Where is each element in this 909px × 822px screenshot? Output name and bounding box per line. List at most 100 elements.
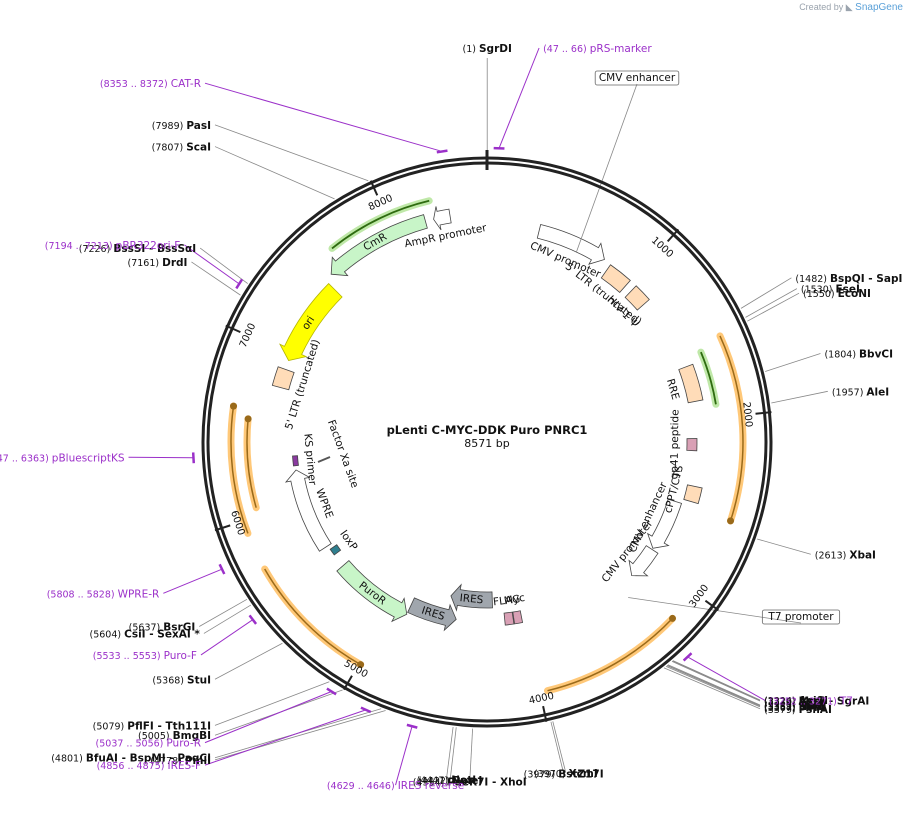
primer-site[interactable]: (4629 .. 4646) IRES reverse — [327, 780, 464, 792]
restriction-site[interactable]: (3355) NheI — [764, 700, 826, 712]
site-position: (1550) — [803, 289, 838, 300]
restriction-site[interactable]: (1804) BbvCI — [824, 348, 893, 360]
restriction-site[interactable]: (1530) FseI — [801, 284, 860, 296]
site-name: AscI — [799, 696, 824, 708]
primer-leader — [395, 726, 413, 786]
feature-flag[interactable] — [503, 611, 515, 626]
site-name: AleI — [866, 386, 889, 398]
tick-label: 7000 — [238, 322, 258, 350]
feature-loxp[interactable] — [329, 544, 342, 556]
site-leader — [745, 288, 798, 318]
feature-wpre[interactable] — [284, 469, 332, 552]
feature-ks-primer[interactable] — [292, 455, 299, 467]
site-name: XcmI — [569, 768, 598, 780]
restriction-site[interactable]: (7161) DrdI — [128, 257, 188, 269]
feature-ires[interactable] — [407, 597, 457, 632]
feature-myc[interactable] — [512, 610, 524, 625]
tick-mark — [225, 324, 241, 334]
feature-5-ltr-truncated-right[interactable] — [600, 264, 631, 293]
restriction-site[interactable]: (4354) PaeR7I - XhoI — [413, 777, 527, 789]
site-name: PmeI — [453, 775, 483, 787]
site-name: BfuAI - BspMI - PaqCI — [86, 753, 211, 765]
feature-cmr[interactable] — [330, 214, 428, 277]
restriction-site[interactable]: (3361) RsrII — [764, 701, 826, 713]
restriction-site[interactable]: (7226) BssSI - BssSαI — [79, 243, 196, 255]
site-leader — [191, 261, 241, 296]
feature-5-ltr-truncated-[interactable] — [271, 366, 295, 391]
site-position: (5368) — [152, 675, 187, 686]
orange-arc — [544, 614, 676, 695]
primer-mark — [191, 452, 196, 464]
site-leader — [199, 598, 248, 627]
restriction-site[interactable]: (3326) MreI - SgrAI — [764, 695, 869, 707]
site-leader — [663, 667, 761, 710]
restriction-site[interactable]: (3324) AsiSI — [764, 695, 828, 707]
restriction-site[interactable]: (4432) PmeI — [418, 775, 482, 787]
restriction-site[interactable]: (1957) AleI — [832, 386, 889, 398]
site-leader — [469, 728, 473, 782]
feature-rre[interactable] — [678, 363, 704, 404]
orange-arc-head — [668, 614, 676, 622]
primer-range: (5808 .. 5828) — [47, 589, 118, 600]
primer-site[interactable]: (4856 .. 4875) IRES-F — [97, 760, 201, 772]
site-position: (7989) — [152, 121, 187, 132]
restriction-site[interactable]: (3979) BstZ17I — [524, 768, 604, 780]
primer-site[interactable]: (47 .. 66) pRS-marker — [543, 43, 652, 55]
credit-brand: SnapGene — [855, 2, 903, 13]
restriction-site[interactable]: (1482) BspQI - SapI — [795, 273, 902, 285]
feature-cppt-cts[interactable] — [683, 484, 703, 505]
primer-mark — [326, 687, 337, 696]
restriction-site[interactable]: (3367) MluI — [764, 702, 824, 714]
primer-leader — [128, 456, 194, 459]
restriction-site[interactable]: (5079) PflFI - Tth111I — [93, 720, 211, 732]
feature-gp41-peptide[interactable] — [686, 438, 698, 452]
feature-cmv-promoter-inner[interactable] — [628, 545, 659, 577]
feature-label: IRES — [459, 592, 484, 606]
restriction-site[interactable]: (5604) CsiI - SexAI * — [90, 628, 201, 640]
primer-name: pRS-marker — [590, 43, 653, 55]
orange-arc-head — [230, 402, 238, 410]
primer-site[interactable]: (5037 .. 5056) Puro-R — [96, 738, 201, 750]
site-name: StuI — [187, 674, 211, 686]
restriction-site[interactable]: (5368) StuI — [152, 674, 211, 686]
restriction-site[interactable]: (4447) NotI — [417, 775, 477, 787]
feature-cmv-enhancer-inner[interactable] — [646, 498, 683, 549]
boxed-label-frame — [594, 70, 680, 86]
orange-arc-head — [727, 517, 735, 525]
site-name: EcoNI — [838, 288, 871, 300]
restriction-site[interactable]: (1550) EcoNI — [803, 288, 871, 300]
restriction-site[interactable]: (7989) PasI — [152, 120, 211, 132]
feature-ori[interactable] — [279, 282, 343, 361]
primer-site[interactable]: (8353 .. 8372) CAT-R — [100, 78, 201, 90]
restriction-site[interactable]: (1) SgrDI — [463, 43, 512, 55]
primer-site[interactable]: (3252 .. 3271) T7 — [769, 695, 853, 707]
primer-site[interactable]: (5808 .. 5828) WPRE-R — [47, 588, 160, 600]
restriction-site[interactable]: (3359) BmtI — [764, 701, 826, 713]
site-position: (4801) — [51, 754, 86, 765]
restriction-site[interactable]: (4778) PmlI — [150, 755, 211, 767]
restriction-site[interactable]: (3379) PshAI — [764, 704, 832, 716]
tick-label: 4000 — [528, 691, 555, 707]
feature-cmv-promoter[interactable] — [536, 224, 605, 265]
feature-ampr-promoter[interactable] — [433, 206, 452, 231]
restriction-site[interactable]: (3970) XcmI — [534, 768, 598, 780]
restriction-site[interactable]: (4801) BfuAI - BspMI - PaqCI — [51, 753, 211, 765]
restriction-site[interactable]: (3330) AscI — [764, 696, 823, 708]
primer-site[interactable]: (7194 .. 7213) pBR322ori-F — [45, 240, 181, 252]
site-name: PasI — [186, 120, 211, 132]
restriction-site[interactable]: (5637) BsrGI — [129, 622, 196, 634]
primer-site[interactable]: (6347 .. 6363) pBluescriptKS — [0, 452, 125, 464]
feature-ires-upper[interactable] — [450, 583, 493, 612]
feature-hiv-1-psi[interactable] — [624, 285, 650, 311]
boxed-feature-label: T7 promoter — [767, 611, 834, 623]
primer-site[interactable]: (5533 .. 5553) Puro-F — [93, 650, 197, 662]
snapgene-credit: Created by ◣ SnapGene — [799, 2, 903, 13]
restriction-site[interactable]: (7807) ScaI — [152, 142, 211, 154]
site-position: (7807) — [152, 143, 187, 154]
primer-leader — [184, 244, 240, 285]
site-name: BstZ17I — [558, 768, 603, 780]
restriction-site[interactable]: (5005) BmgBI — [138, 730, 211, 742]
restriction-site[interactable]: (2613) XbaI — [815, 549, 876, 561]
site-name: DrdI — [162, 257, 187, 269]
feature-puror[interactable] — [336, 560, 408, 623]
